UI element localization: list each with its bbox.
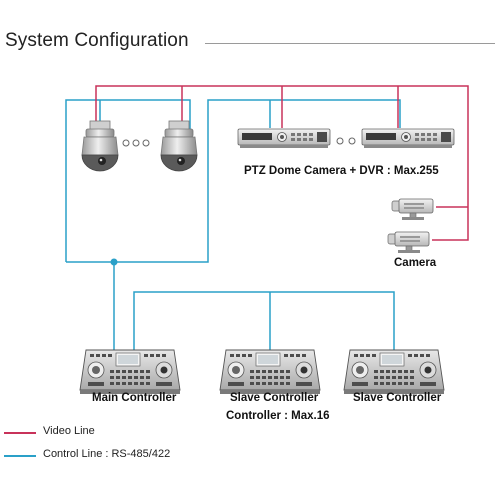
controller-max-label: Controller : Max.16	[226, 410, 330, 422]
legend-video-line: Video Line	[43, 425, 95, 437]
dvr-icon	[361, 128, 455, 149]
controller-keyboard-icon	[343, 349, 445, 395]
ptz-dome-camera-icon	[160, 120, 198, 172]
ellipsis-dots-icon	[336, 137, 356, 145]
slave-controller-label: Slave Controller	[353, 392, 442, 404]
ptz-dome-camera-icon	[81, 120, 119, 172]
camera-label: Camera	[394, 257, 437, 269]
main-controller-label: Main Controller	[92, 392, 177, 404]
box-camera-icon	[387, 231, 430, 254]
title-divider	[205, 43, 495, 44]
control-lines	[65, 99, 401, 352]
ellipsis-dots-icon	[122, 139, 150, 147]
page-title: System Configuration	[5, 30, 189, 51]
video-lines	[95, 85, 469, 241]
junction-node	[110, 258, 118, 266]
slave-controller-label: Slave Controller	[230, 392, 319, 404]
video-line-swatch	[4, 432, 36, 434]
box-camera-icon	[391, 198, 434, 221]
controller-keyboard-icon	[219, 349, 321, 395]
ptz-dvr-label: PTZ Dome Camera + DVR : Max.255	[244, 165, 439, 177]
control-line-swatch	[4, 455, 36, 457]
legend-control-line: Control Line : RS-485/422	[43, 448, 171, 460]
dvr-icon	[237, 128, 331, 149]
controller-keyboard-icon	[79, 349, 181, 395]
